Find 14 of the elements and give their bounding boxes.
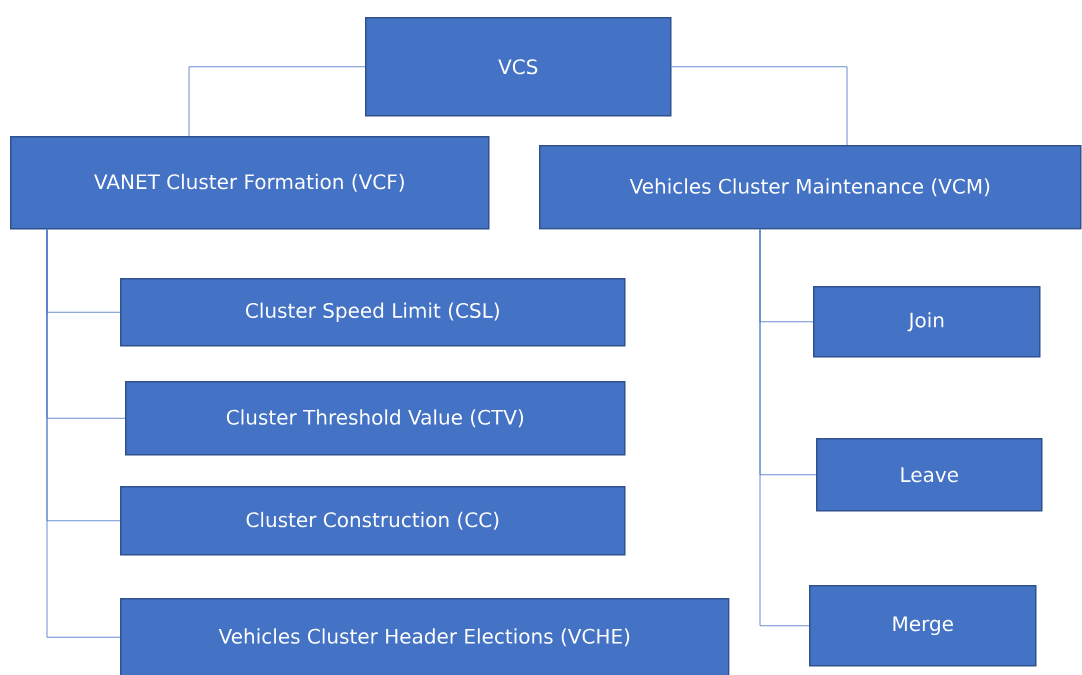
box: VCS <box>365 17 672 117</box>
connector-line <box>671 66 848 146</box>
box: Vehicles Cluster Maintenance (VCM) <box>539 145 1082 230</box>
box: Merge <box>809 585 1037 667</box>
box: Cluster Construction (CC) <box>120 486 626 556</box>
box: Vehicles Cluster Header Elections (VCHE) <box>120 598 730 675</box>
box: Cluster Speed Limit (CSL) <box>120 278 626 347</box>
box: Leave <box>816 438 1043 512</box>
box: VANET Cluster Formation (VCF) <box>10 136 490 230</box>
connector-line <box>759 229 810 627</box>
connector-line <box>46 229 121 638</box>
connector-line <box>188 66 366 137</box>
box: Cluster Threshold Value (CTV) <box>125 381 626 456</box>
box: Join <box>813 286 1041 358</box>
